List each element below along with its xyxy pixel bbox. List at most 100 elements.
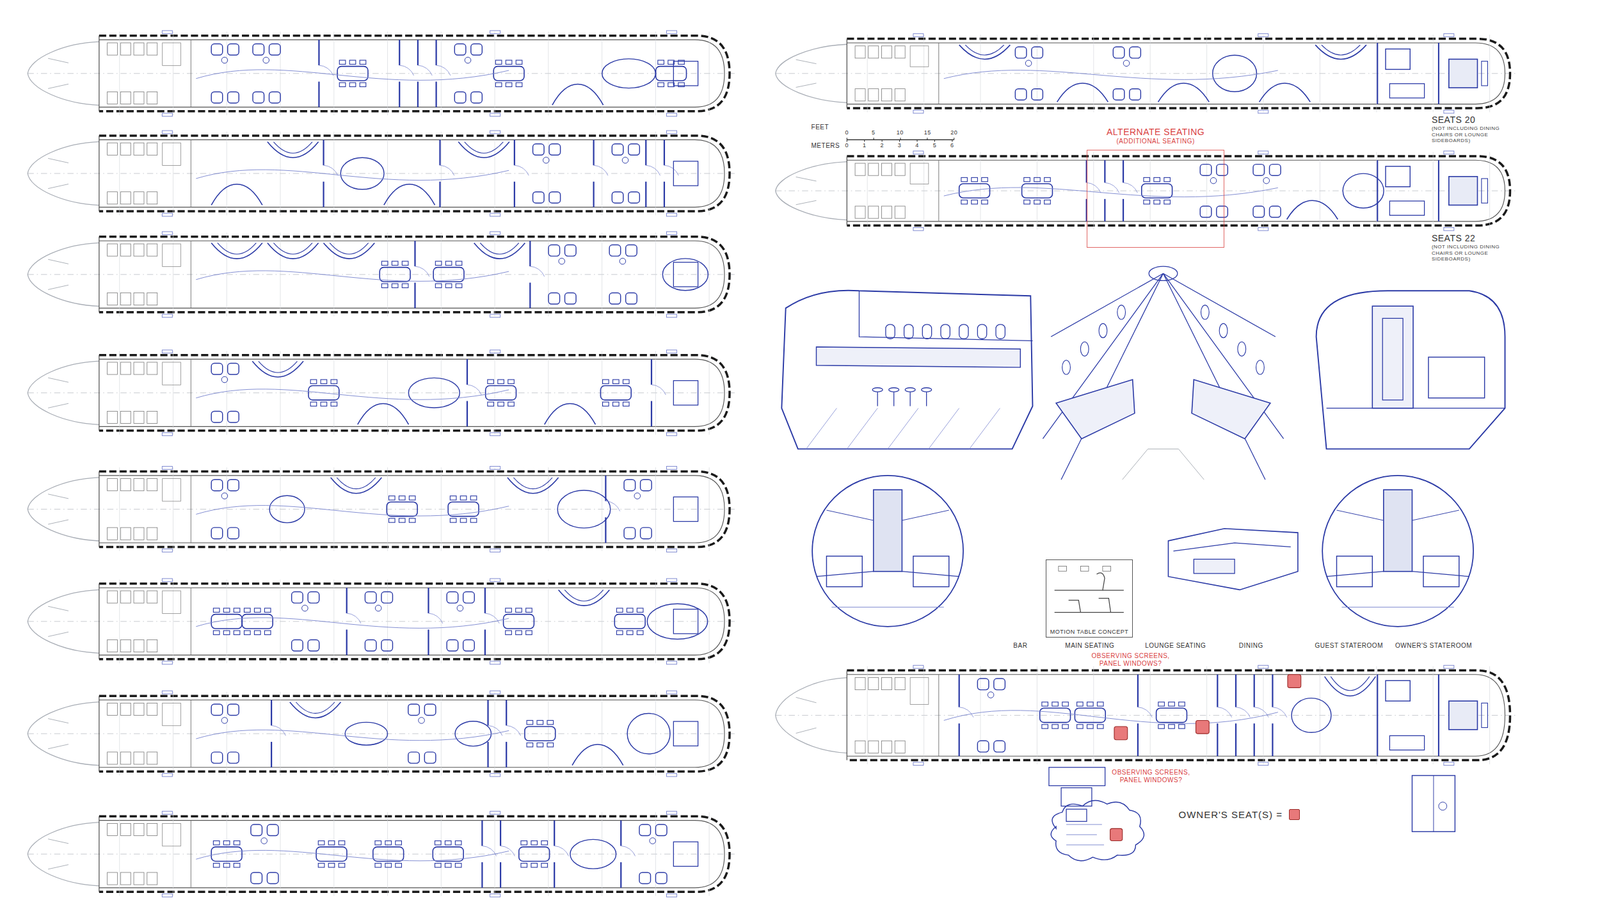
furniture-rect [913, 110, 924, 114]
furniture-rect [616, 630, 623, 635]
lounge-island [557, 490, 611, 528]
furniture-rect [1024, 199, 1031, 204]
furniture-rect [1074, 707, 1106, 722]
furniture-rect [147, 192, 158, 205]
sketch-line [398, 39, 400, 66]
door-swing [428, 613, 443, 624]
inset-caption: MOTION TABLE CONCEPT [1047, 628, 1131, 636]
scale-number: 0 [845, 142, 850, 150]
furniture-rect [455, 863, 462, 868]
furniture-rect [162, 362, 182, 385]
sketch-line [547, 232, 549, 317]
sketch-line [440, 232, 442, 317]
lounge-island [1212, 55, 1257, 92]
furniture-rect [161, 893, 173, 897]
furniture-rect [548, 245, 560, 257]
furniture-rect [868, 740, 879, 753]
sketch-line [547, 812, 549, 896]
furniture-rect [1443, 664, 1455, 669]
furniture-rect [359, 60, 367, 64]
furniture-rect [628, 144, 640, 156]
furniture-rect [1258, 664, 1269, 669]
furniture-rect [233, 863, 240, 868]
furniture-rect [391, 283, 399, 288]
sketch-line [417, 81, 419, 108]
side-table [634, 492, 641, 500]
zone-label: OWNER'S STATEROOM [1395, 641, 1472, 650]
furniture-rect [330, 379, 338, 384]
sketch-line [1122, 199, 1124, 222]
furniture-rect [1336, 556, 1373, 587]
furniture-rect [408, 518, 416, 523]
seat-note: (NOT INCLUDING DINING CHAIRS OR LOUNGE S… [1431, 125, 1516, 144]
furniture-rect [120, 142, 131, 155]
furniture-rect [913, 151, 924, 155]
furniture-rect [673, 61, 698, 86]
sketch-line [1104, 199, 1106, 222]
window-line [99, 695, 730, 772]
sketch-line [481, 862, 483, 888]
sketch-line [333, 350, 335, 435]
sketch-line [601, 350, 603, 435]
furniture-rect [657, 60, 665, 64]
door-swing [414, 266, 429, 277]
sketch-line [846, 156, 848, 226]
furniture-rect [133, 362, 144, 375]
furniture-rect [1112, 46, 1125, 59]
sketch-line [322, 139, 324, 166]
door-swing [620, 846, 635, 857]
furniture-rect [526, 630, 533, 635]
sketch-line [513, 139, 516, 166]
furniture-rect [227, 479, 240, 491]
sketch-line [1093, 152, 1094, 230]
sketch-line [226, 232, 228, 317]
furniture-rect [515, 60, 523, 64]
furniture-rect [1443, 762, 1455, 766]
furniture-rect [211, 44, 223, 56]
furniture-rect [291, 640, 304, 652]
door-swing [593, 165, 608, 176]
furniture-rect [162, 42, 182, 66]
sketch-line [1376, 42, 1378, 105]
furniture-rect [408, 704, 420, 716]
furniture-rect [1382, 318, 1403, 400]
sketch-line [775, 190, 1516, 192]
furniture-rect [223, 840, 230, 845]
sketch-line [98, 135, 100, 212]
furniture-rect [505, 60, 512, 64]
furniture-rect [913, 556, 950, 587]
furniture-rect [161, 773, 173, 777]
curved-sofa [289, 702, 342, 719]
furniture-rect [524, 726, 556, 741]
sketch-line [547, 131, 549, 216]
furniture-rect [868, 206, 879, 219]
sketch-line [1137, 674, 1139, 708]
furniture-rect [455, 840, 462, 845]
sketch-line [864, 139, 865, 142]
furniture-rect [463, 640, 475, 652]
furniture-rect [666, 893, 677, 897]
furniture-rect [526, 743, 534, 747]
fuselage-plan [27, 690, 735, 777]
cabin-window [1219, 323, 1228, 338]
furniture-rect [611, 144, 624, 156]
sketch-line [98, 355, 100, 431]
lounge-island [408, 377, 460, 408]
sketch-line [1432, 152, 1434, 230]
furniture-rect [565, 245, 577, 257]
furniture-rect [1372, 305, 1414, 408]
furniture-rect [435, 261, 442, 265]
sketch-line [601, 467, 603, 552]
furniture-rect [107, 91, 118, 104]
bar-stool [904, 387, 916, 392]
furniture-rect [227, 704, 240, 716]
furniture-rect [602, 401, 610, 406]
sketch-line [280, 131, 281, 216]
furniture-rect [250, 824, 263, 836]
lounge-island [455, 721, 491, 747]
seated-figure [1096, 572, 1112, 613]
furniture-rect [873, 489, 903, 572]
zone-label: MAIN SEATING [1064, 641, 1115, 650]
furniture-rect [1448, 176, 1478, 206]
furniture-rect [1110, 828, 1123, 841]
